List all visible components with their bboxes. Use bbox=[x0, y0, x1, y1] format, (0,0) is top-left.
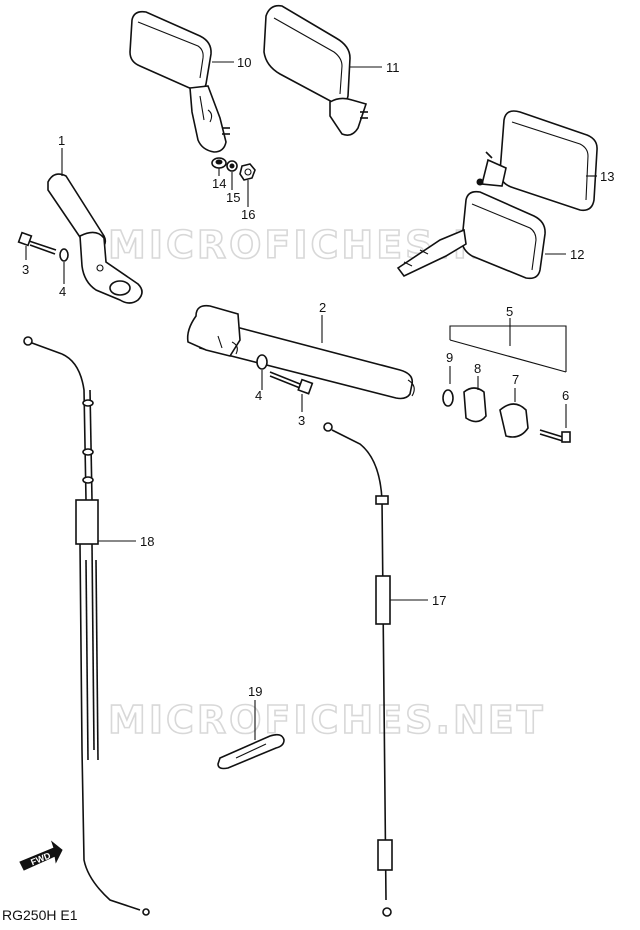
mirror-11-drawing bbox=[263, 4, 368, 136]
forward-arrow-icon: FWD bbox=[19, 840, 63, 871]
mirror-13-drawing bbox=[476, 110, 598, 212]
callout-6: 6 bbox=[562, 388, 569, 403]
model-code-label: RG250H E1 bbox=[2, 907, 78, 923]
callout-18: 18 bbox=[140, 534, 154, 549]
handlebar-2-drawing bbox=[186, 304, 415, 400]
washer-4-right-drawing bbox=[256, 354, 268, 370]
callout-15: 15 bbox=[226, 190, 240, 205]
callout-16: 16 bbox=[241, 207, 255, 222]
callout-3-left: 3 bbox=[22, 262, 29, 277]
callout-8: 8 bbox=[474, 361, 481, 376]
callout-2: 2 bbox=[319, 300, 326, 315]
cable-guide-drawing bbox=[217, 733, 285, 770]
callout-1: 1 bbox=[58, 133, 65, 148]
handlebar-1-drawing bbox=[47, 173, 143, 304]
mirror-10-drawing bbox=[129, 10, 230, 153]
mirror-12-drawing bbox=[396, 190, 546, 280]
balancer-bracket bbox=[449, 325, 567, 372]
bolt-3-left-drawing bbox=[17, 231, 57, 255]
callout-14: 14 bbox=[212, 176, 226, 191]
washer-4-left-drawing bbox=[59, 248, 69, 262]
balancer-parts-drawing bbox=[442, 387, 571, 443]
callout-17: 17 bbox=[432, 593, 446, 608]
throttle-cable-drawing bbox=[23, 336, 150, 916]
callout-7: 7 bbox=[512, 372, 519, 387]
bolt-3-right-drawing bbox=[269, 371, 314, 395]
callout-12: 12 bbox=[570, 247, 584, 262]
callout-4-right: 4 bbox=[255, 388, 262, 403]
callout-9: 9 bbox=[446, 350, 453, 365]
callout-11: 11 bbox=[386, 60, 400, 75]
svg-text:FWD: FWD bbox=[29, 850, 52, 867]
callout-13: 13 bbox=[600, 169, 614, 184]
callout-5: 5 bbox=[506, 304, 513, 319]
callout-10: 10 bbox=[237, 55, 251, 70]
clutch-cable-drawing bbox=[323, 422, 393, 917]
callout-3-right: 3 bbox=[298, 413, 305, 428]
mirror-hardware-drawing bbox=[211, 157, 256, 181]
callout-4-left: 4 bbox=[59, 284, 66, 299]
watermark-bottom: MICROFICHES.NET bbox=[108, 698, 546, 742]
callout-19: 19 bbox=[248, 684, 262, 699]
